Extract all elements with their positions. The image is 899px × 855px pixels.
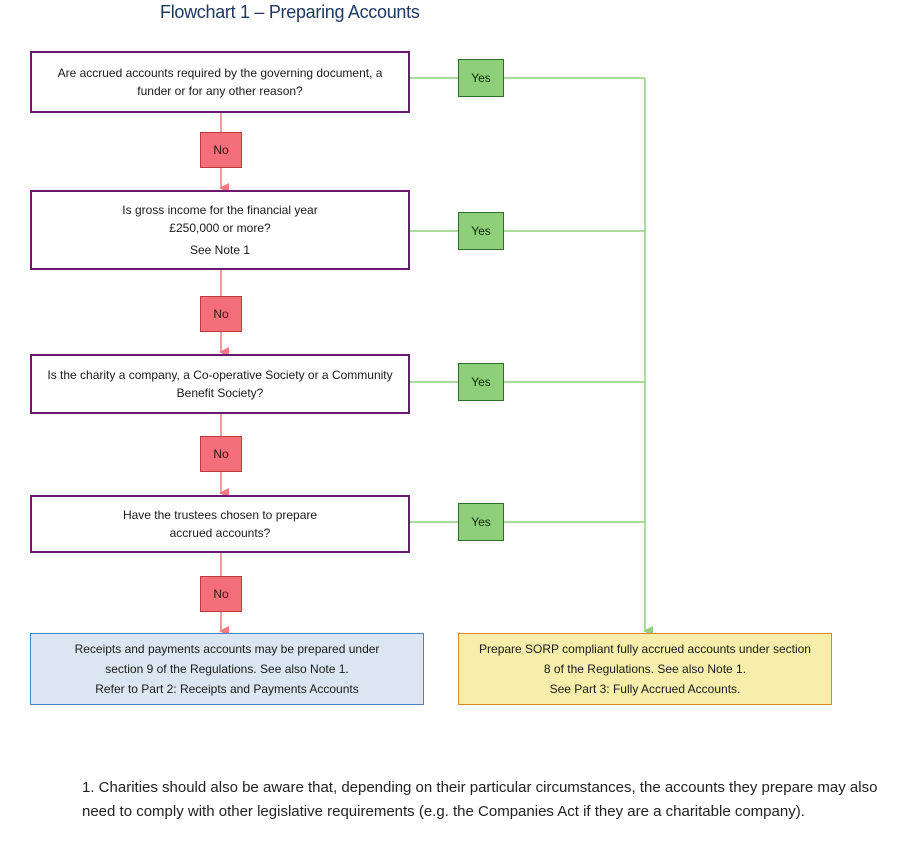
- question-2-line-2: £250,000 or more?: [169, 221, 271, 235]
- yes-label-1: Yes: [458, 59, 504, 97]
- outcome-left-line-3: Refer to Part 2: Receipts and Payments A…: [95, 682, 359, 696]
- question-4-line-1: Have the trustees chosen to prepare: [122, 508, 318, 522]
- yes-label-3: Yes: [458, 363, 504, 401]
- no-label-4: No: [200, 576, 242, 612]
- no-label-3: No: [200, 436, 242, 472]
- yes-label-4: Yes: [458, 503, 504, 541]
- question-1-line-2: funder or for any other reason?: [137, 84, 303, 98]
- outcome-receipts-payments: Receipts and payments accounts may be pr…: [30, 633, 424, 705]
- question-3-line-1: Is the charity a company, a Co-operative…: [47, 368, 393, 382]
- question-4-line-2: accrued accounts?: [169, 526, 271, 540]
- question-box-1: Are accrued accounts required by the gov…: [30, 51, 410, 113]
- outcome-right-line-3: See Part 3: Fully Accrued Accounts.: [549, 682, 741, 696]
- question-box-4: Have the trustees chosen to prepare accr…: [30, 495, 410, 553]
- question-2-line-1: Is gross income for the financial year: [122, 203, 318, 217]
- no-label-2: No: [200, 296, 242, 332]
- outcome-left-line-1: Receipts and payments accounts may be pr…: [74, 642, 380, 656]
- flowchart-title: Flowchart 1 – Preparing Accounts: [160, 2, 420, 22]
- footnote: 1. Charities should also be aware that, …: [82, 779, 878, 820]
- yes-label-2: Yes: [458, 212, 504, 250]
- question-2-line-3: See Note 1: [189, 243, 251, 257]
- outcome-right-line-1: Prepare SORP compliant fully accrued acc…: [479, 642, 811, 656]
- question-1-line-1: Are accrued accounts required by the gov…: [57, 66, 383, 80]
- outcome-left-line-2: section 9 of the Regulations. See also N…: [105, 662, 349, 676]
- question-box-3: Is the charity a company, a Co-operative…: [30, 354, 410, 414]
- outcome-right-line-2: 8 of the Regulations. See also Note 1.: [543, 662, 747, 676]
- no-label-1: No: [200, 132, 242, 168]
- question-3-line-2: Benefit Society?: [176, 386, 264, 400]
- question-box-2: Is gross income for the financial year £…: [30, 190, 410, 270]
- outcome-fully-accrued: Prepare SORP compliant fully accrued acc…: [458, 633, 832, 705]
